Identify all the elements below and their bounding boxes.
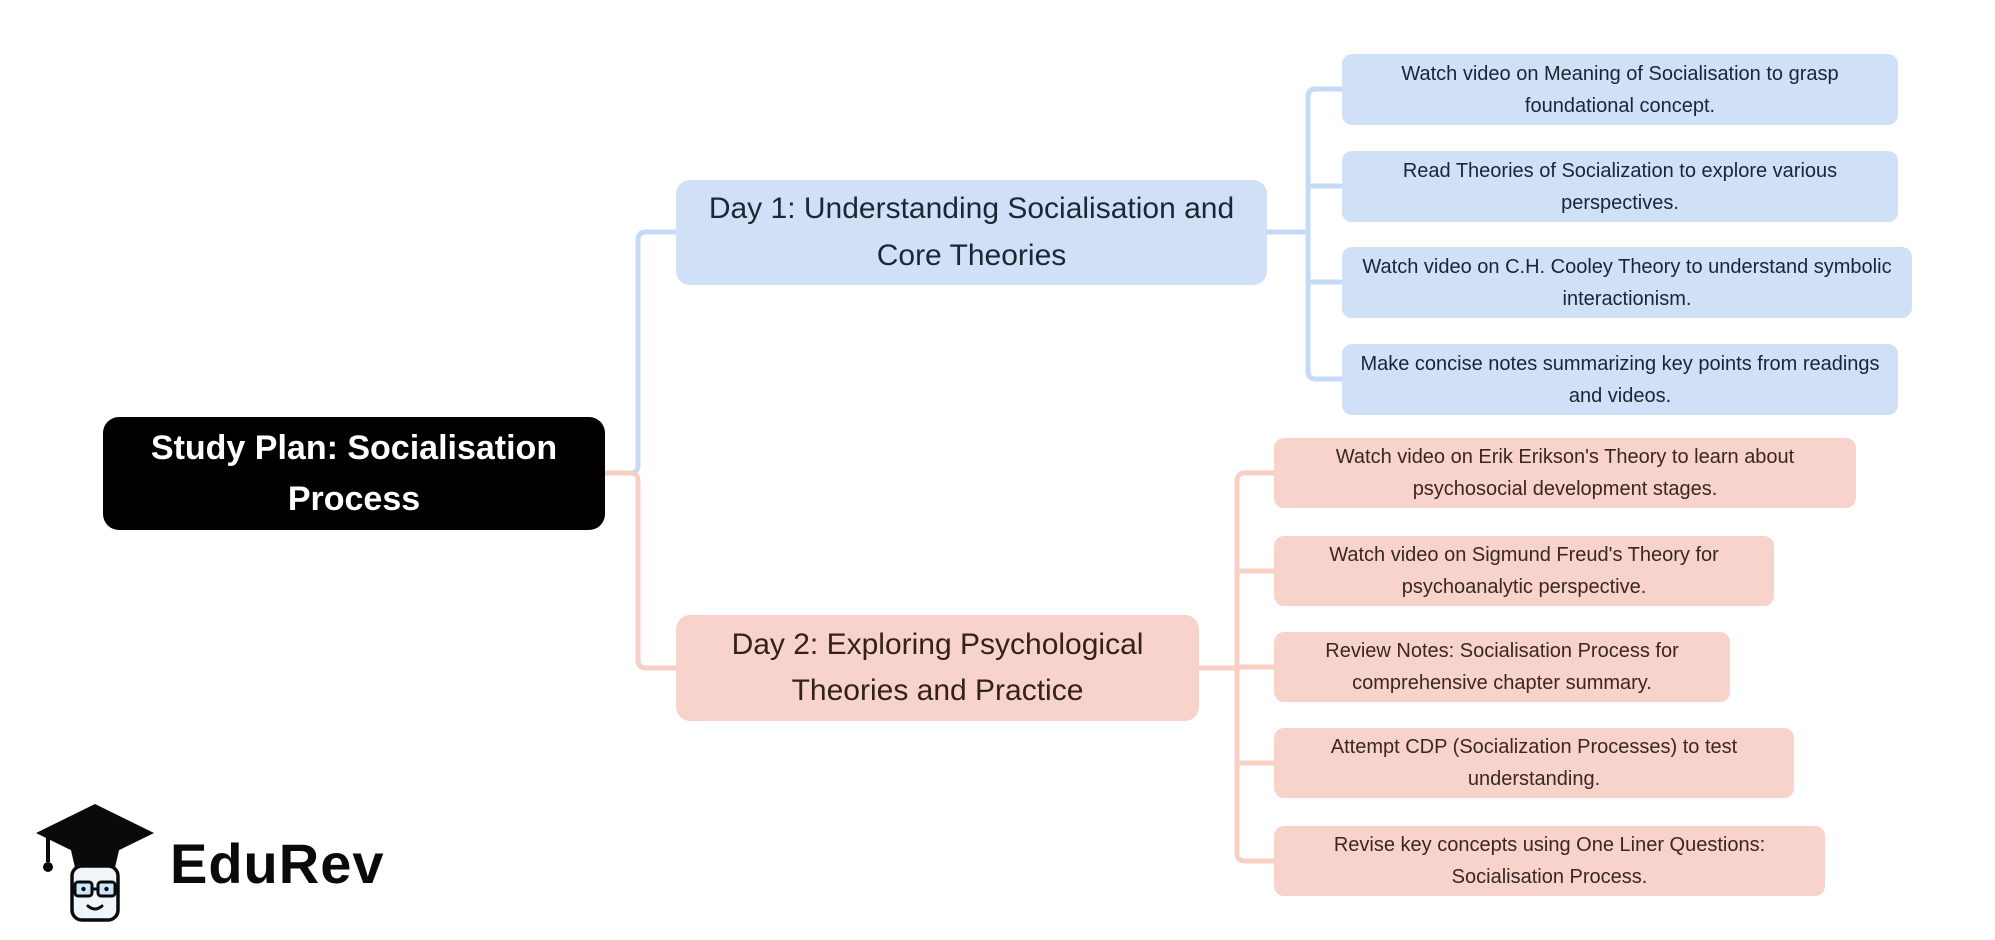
- branch-day1: Day 1: Understanding Socialisation and C…: [676, 180, 1267, 285]
- connector-root-day2: [600, 470, 679, 671]
- connector-day1-fan: [1305, 86, 1345, 382]
- task-node-day2-3: Review Notes: Socialisation Process for …: [1274, 632, 1730, 702]
- task-node-day1-3: Watch video on C.H. Cooley Theory to und…: [1342, 247, 1912, 318]
- branch-day2: Day 2: Exploring Psychological Theories …: [676, 615, 1199, 721]
- edurev-wordmark: EduRev: [170, 831, 385, 895]
- root-node: Study Plan: Socialisation Process: [103, 417, 605, 530]
- task-node-day2-4: Attempt CDP (Socialization Processes) to…: [1274, 728, 1794, 798]
- task-node-day1-4: Make concise notes summarizing key point…: [1342, 344, 1898, 415]
- edurev-logo: EduRev: [30, 798, 385, 928]
- connector-root-day1: [600, 229, 679, 476]
- task-node-day1-2: Read Theories of Socialization to explor…: [1342, 151, 1898, 222]
- task-node-day2-1: Watch video on Erik Erikson's Theory to …: [1274, 438, 1856, 508]
- graduation-cap-mascot-icon: [36, 804, 154, 922]
- task-node-day2-5: Revise key concepts using One Liner Ques…: [1274, 826, 1825, 896]
- task-node-day1-1: Watch video on Meaning of Socialisation …: [1342, 54, 1898, 125]
- task-node-day2-2: Watch video on Sigmund Freud's Theory fo…: [1274, 536, 1774, 606]
